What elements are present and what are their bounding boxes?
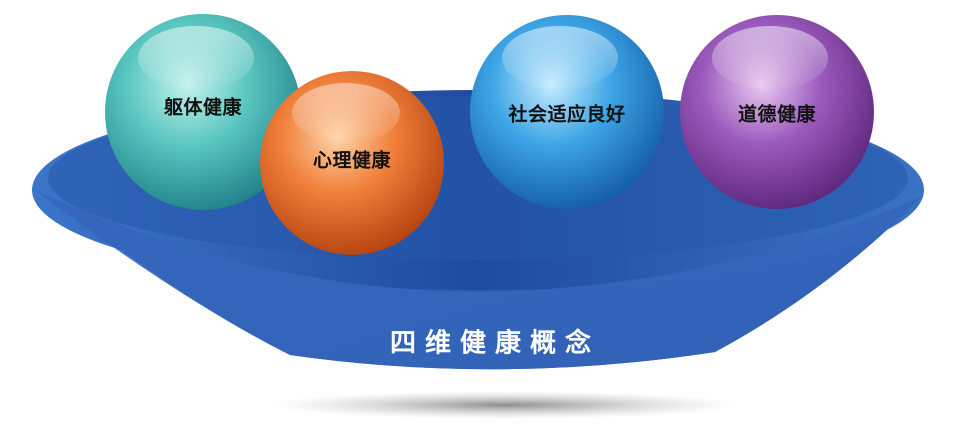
sphere-body [105, 14, 301, 210]
concept-title: 四维健康概念 [389, 328, 601, 359]
bowl-shadow [270, 391, 740, 419]
sphere-social-label: 社会适应良好 [508, 103, 626, 126]
sphere-social [470, 15, 664, 209]
sphere-body-label: 躯体健康 [163, 96, 243, 119]
sphere-mind-label: 心理健康 [312, 149, 392, 172]
sphere-moral-label: 道德健康 [737, 103, 817, 126]
sphere-moral [680, 15, 874, 209]
sphere-mind [260, 71, 444, 255]
bowl-front [35, 190, 922, 370]
